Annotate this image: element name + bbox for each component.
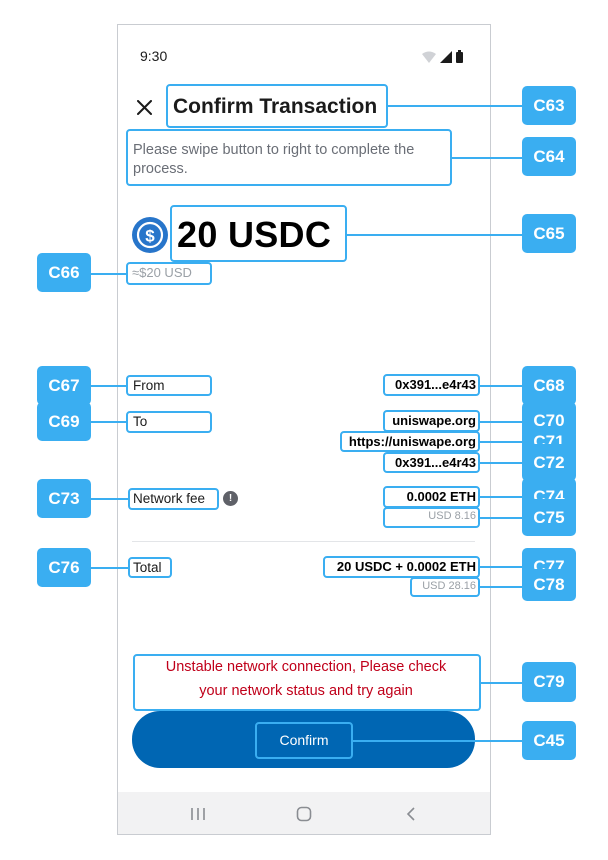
- annotation-tag-c64: C64: [522, 137, 576, 176]
- annotation-box-c70: [383, 410, 480, 432]
- annotation-box-c78: [410, 577, 480, 597]
- annotation-tag-c76: C76: [37, 548, 91, 587]
- annotation-box-c63: [166, 84, 388, 128]
- annotation-box-c65: [170, 205, 347, 262]
- network-warning: Unstable network connection, Please chec…: [133, 655, 479, 703]
- from-address: 0x391...e4r43: [395, 377, 476, 392]
- system-nav-bar: [118, 792, 490, 834]
- annotation-line-c64: [452, 157, 522, 159]
- annotation-box-c76: [128, 557, 172, 578]
- annotation-line-c73: [91, 498, 128, 500]
- annotation-line-c77: [480, 566, 522, 568]
- annotation-tag-c79: C79: [522, 662, 576, 702]
- wifi-icon: [422, 51, 436, 63]
- to-label: To: [133, 414, 148, 429]
- battery-icon: [456, 50, 463, 63]
- amount-approx-usd: ≈$20 USD: [132, 265, 192, 280]
- annotation-line-c71: [480, 441, 522, 443]
- to-site-url: https://uniswape.org: [348, 434, 476, 449]
- annotation-box-c66: [126, 262, 212, 285]
- confirm-button-label: Confirm: [279, 732, 329, 748]
- annotation-line-c72: [480, 462, 522, 464]
- annotation-box-c69: [126, 411, 212, 433]
- close-icon[interactable]: [137, 100, 152, 115]
- annotation-tag-c66: C66: [37, 253, 91, 292]
- amount-value: 20 USDC: [177, 214, 332, 255]
- annotation-box-c79: [133, 654, 481, 711]
- status-time: 9:30: [140, 48, 168, 64]
- network-warning-line-1: Unstable network connection, Please chec…: [165, 659, 447, 675]
- annotation-line-c69: [91, 421, 126, 423]
- annotation-tag-c69: C69: [37, 402, 91, 441]
- info-icon[interactable]: !: [223, 491, 238, 506]
- annotation-box-c64: [126, 129, 452, 186]
- phone-screen: [117, 24, 491, 835]
- network-fee-usd: USD 8.16: [428, 510, 476, 522]
- recent-apps-icon[interactable]: [190, 807, 206, 821]
- annotation-line-c63: [388, 105, 522, 107]
- annotation-tag-c45: C45: [522, 721, 576, 760]
- annotation-box-c77: [323, 556, 480, 578]
- page-title: Confirm Transaction: [173, 95, 378, 118]
- annotation-tag-c75: C75: [522, 499, 576, 536]
- instruction-text: Please swipe button to right to complete…: [133, 142, 415, 177]
- annotation-tag-c67: C67: [37, 366, 91, 405]
- annotation-line-c65: [347, 234, 522, 236]
- status-icons: [422, 50, 463, 63]
- annotation-tag-c72: C72: [522, 444, 576, 481]
- annotation-tag-c65: C65: [522, 214, 576, 253]
- annotation-box-c68: [383, 374, 480, 396]
- annotation-line-c66: [91, 273, 126, 275]
- annotation-line-c45: [353, 740, 522, 742]
- annotation-box-c73: [128, 488, 219, 510]
- annotation-box-c75: [383, 507, 480, 528]
- from-label: From: [133, 378, 165, 393]
- annotation-tag-c78: C78: [522, 569, 576, 601]
- network-fee-eth: 0.0002 ETH: [406, 489, 476, 504]
- annotation-box-c72: [383, 452, 480, 473]
- total-usd: USD 28.16: [422, 580, 476, 592]
- total-value: 20 USDC + 0.0002 ETH: [336, 559, 476, 574]
- annotation-line-c75: [480, 517, 522, 519]
- annotation-line-c70: [480, 421, 522, 423]
- back-icon[interactable]: [405, 806, 417, 822]
- annotation-line-c79: [481, 682, 522, 684]
- annotation-line-c74: [480, 496, 522, 498]
- total-label: Total: [133, 560, 162, 575]
- annotation-tag-c73: C73: [37, 479, 91, 518]
- annotation-box-c45: [255, 722, 353, 759]
- to-address: 0x391...e4r43: [395, 455, 476, 470]
- annotation-tag-c63: C63: [522, 86, 576, 125]
- annotation-line-c78: [480, 586, 522, 588]
- annotation-box-c74: [383, 486, 480, 508]
- annotation-line-c67: [91, 385, 126, 387]
- annotation-line-c68: [480, 385, 522, 387]
- annotation-box-c71: [340, 431, 480, 452]
- svg-text:$: $: [145, 227, 155, 246]
- home-icon[interactable]: [296, 806, 312, 822]
- annotation-line-c76: [91, 567, 128, 569]
- divider: [132, 541, 475, 542]
- to-site-name: uniswape.org: [392, 413, 476, 428]
- usdc-icon: $: [132, 217, 168, 253]
- annotation-box-c67: [126, 375, 212, 396]
- signal-icon: [440, 51, 452, 63]
- annotation-tag-c68: C68: [522, 366, 576, 405]
- network-fee-label: Network fee: [133, 491, 206, 506]
- network-warning-line-2: your network status and try again: [199, 683, 413, 699]
